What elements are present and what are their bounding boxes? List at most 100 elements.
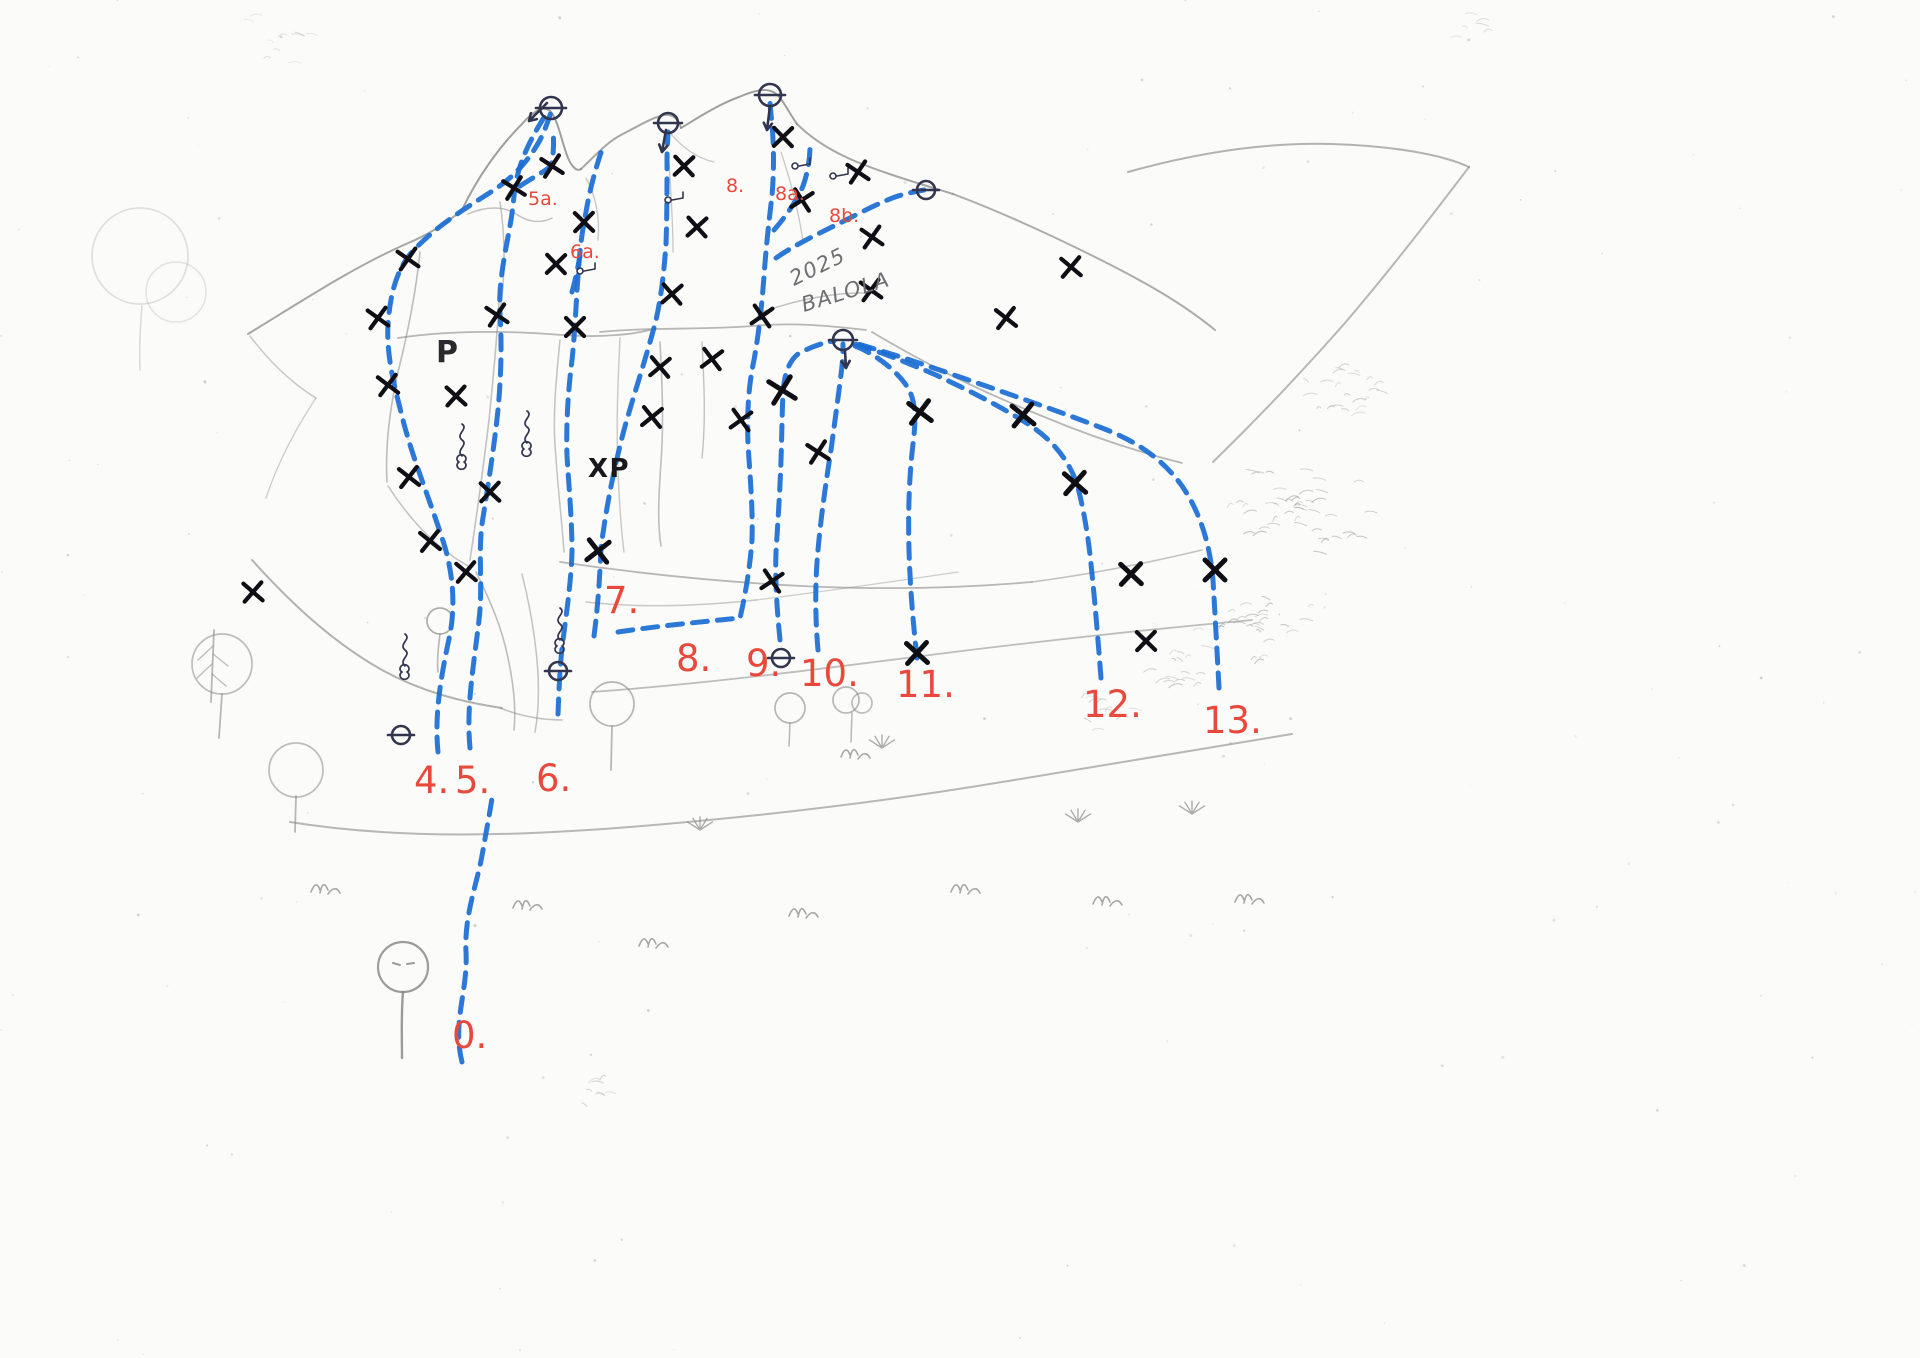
- bolt-x-mark: [858, 277, 884, 303]
- paper-speck: [136, 913, 140, 917]
- paper-speck: [1787, 882, 1789, 884]
- bolt-x-mark: [454, 560, 478, 584]
- bolt-x-mark: [640, 405, 664, 429]
- bolt-x-mark: [478, 480, 502, 504]
- sketch-stroke: [667, 129, 715, 163]
- figure-body: [400, 990, 405, 1060]
- bolt-x-mark: [563, 315, 587, 339]
- scrub-stroke: [294, 31, 305, 37]
- scrub-stroke: [1242, 502, 1249, 508]
- paper-speck: [1299, 1283, 1302, 1286]
- paper-speck: [1712, 501, 1716, 504]
- paper-speck: [518, 1349, 522, 1352]
- paper-speck: [306, 811, 309, 815]
- paper-speck: [1911, 1024, 1913, 1026]
- bolt-x-mark: [845, 159, 871, 185]
- paper-speck: [1678, 757, 1680, 759]
- sketch-stroke: [952, 193, 1216, 331]
- sketch-stroke: [138, 305, 143, 371]
- paper-speck: [612, 576, 615, 578]
- grass-tuft: [788, 907, 819, 919]
- paper-speck: [486, 395, 489, 399]
- scrub-stroke: [249, 13, 263, 17]
- scrub-stroke: [1340, 408, 1350, 412]
- scrub-stroke: [1329, 404, 1344, 408]
- hook-symbol: [671, 191, 684, 201]
- scrub-stroke: [243, 18, 254, 23]
- paper-speck: [96, 463, 99, 466]
- scrub-stroke: [1285, 495, 1299, 501]
- paper-speck: [1742, 1263, 1746, 1268]
- bolt-x-mark: [648, 355, 672, 379]
- sketch-tree-crown: [426, 607, 454, 635]
- bolt-x-mark: [1202, 557, 1228, 583]
- hook-symbol: [836, 167, 849, 177]
- sketch-stroke: [196, 645, 229, 687]
- scrub-stroke: [1171, 657, 1177, 662]
- scrub-stroke: [1353, 479, 1364, 483]
- paper-speck: [1680, 1280, 1682, 1282]
- scrub-stroke: [1228, 609, 1236, 613]
- route-label-13: 13.: [1203, 699, 1262, 742]
- route-label-4: 4.: [414, 759, 449, 802]
- scrub-stroke: [1276, 497, 1288, 502]
- bolt-x-mark: [444, 384, 468, 408]
- bolt-x-mark: [993, 305, 1019, 331]
- scrub-stroke: [1176, 651, 1185, 655]
- bolt-x-mark: [749, 303, 775, 329]
- paper-speck: [983, 717, 986, 720]
- bolt-x-mark: [672, 154, 696, 178]
- scrub-stroke: [277, 33, 287, 38]
- scrub-stroke: [605, 1091, 617, 1095]
- paper-speck: [1232, 1244, 1236, 1248]
- scrub-stroke: [1258, 526, 1270, 530]
- scrub-stroke: [1081, 692, 1089, 699]
- scrub-stroke: [1294, 501, 1303, 507]
- scrub-stroke: [1307, 508, 1321, 514]
- route-line-6a: [569, 253, 583, 295]
- scrub-stroke: [1254, 613, 1268, 618]
- paper-speck: [1831, 15, 1835, 18]
- sketch-stroke: [616, 337, 625, 553]
- scrub-stroke: [1218, 623, 1226, 629]
- variant-label-5a: 5a.: [528, 188, 558, 210]
- scrub-stroke: [1169, 649, 1177, 655]
- paper-speck: [643, 502, 646, 505]
- paper-speck: [1351, 111, 1355, 114]
- scrub-stroke: [1331, 535, 1342, 540]
- scrub-stroke: [1254, 625, 1265, 631]
- paper-speck: [282, 1001, 285, 1003]
- sketch-stroke: [657, 341, 664, 547]
- scrub-stroke: [1305, 499, 1314, 504]
- scrub-stroke: [1343, 392, 1351, 396]
- bolt-x-mark: [903, 639, 931, 667]
- sketch-stroke: [599, 323, 867, 333]
- scrub-stroke: [1265, 470, 1275, 474]
- scrub-stroke: [1236, 615, 1247, 620]
- paper-speck: [312, 299, 314, 301]
- scrub-stroke: [1251, 471, 1265, 475]
- scrub-stroke: [1083, 717, 1092, 723]
- scrub-stroke: [1351, 411, 1366, 417]
- paper-speck: [1574, 735, 1577, 738]
- paper-speck: [1440, 1064, 1444, 1068]
- paper-speck: [1601, 252, 1603, 255]
- route-label-6: 6.: [536, 757, 571, 800]
- scrub-stroke: [1298, 489, 1314, 495]
- bolt-x-mark: [241, 580, 265, 604]
- bolt-x-mark: [544, 252, 568, 276]
- paper-speck: [1140, 78, 1144, 82]
- anchors: [386, 82, 941, 746]
- scrub-stroke: [585, 1088, 593, 1092]
- scrub-stroke: [1307, 603, 1314, 608]
- scrub-stroke: [1324, 513, 1338, 517]
- bolt-x-mark: [539, 153, 565, 179]
- bolt-x-mark: [789, 187, 815, 213]
- scrub-stroke: [1128, 707, 1143, 712]
- paper-speck: [1914, 891, 1916, 893]
- paper-speck: [949, 534, 953, 537]
- paper-speck: [295, 901, 298, 903]
- scrub-stroke: [1312, 477, 1327, 481]
- sketch-stroke: [521, 573, 540, 733]
- paper-speck: [1470, 585, 1473, 588]
